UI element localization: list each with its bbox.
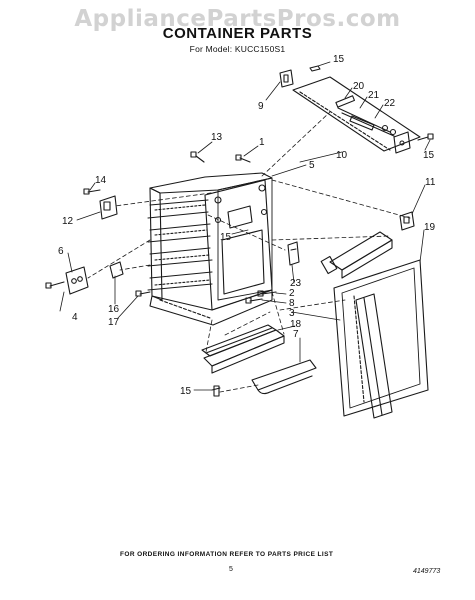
left-bracket-12 <box>99 195 118 220</box>
callout-21: 21 <box>368 90 380 101</box>
callout-17: 17 <box>108 317 120 328</box>
screw-15-bottom <box>211 385 221 397</box>
screw-1 <box>235 154 251 163</box>
container-cabinet <box>147 172 273 326</box>
screw-15-right <box>417 133 434 141</box>
callout-4: 4 <box>72 312 78 323</box>
callout-11: 11 <box>425 177 436 188</box>
door-gasket-19 <box>333 259 429 417</box>
stop-16 <box>109 261 124 279</box>
model-line: For Model: KUCC150S1 <box>189 44 286 54</box>
callout-15-center: 15 <box>220 232 232 243</box>
reference-code: 4149773 <box>413 568 441 575</box>
callout-22: 22 <box>384 98 396 109</box>
screw-17 <box>135 290 151 297</box>
door-frame <box>355 293 393 419</box>
hinge-11 <box>399 211 415 231</box>
handle-3 <box>251 359 317 395</box>
drawer-front-7 <box>203 329 285 374</box>
trim-strip <box>320 231 393 279</box>
callout-18: 18 <box>290 319 302 330</box>
hinge-6 <box>65 266 89 295</box>
diagram-title: CONTAINER PARTS <box>162 25 313 42</box>
alignment-lines <box>87 111 411 393</box>
callout-13: 13 <box>211 132 223 143</box>
screw-4 <box>45 281 65 289</box>
callout-7: 7 <box>293 329 299 340</box>
callout-15-right: 15 <box>423 150 435 161</box>
callout-6: 6 <box>58 246 64 257</box>
page-number: 5 <box>229 566 233 573</box>
bracket-23 <box>287 241 300 266</box>
callout-12: 12 <box>62 216 74 227</box>
ordering-note: FOR ORDERING INFORMATION REFER TO PARTS … <box>120 551 334 558</box>
callout-5: 5 <box>309 160 315 171</box>
callout-10: 10 <box>336 150 348 161</box>
screw-14 <box>83 188 101 195</box>
callout-16: 16 <box>108 304 120 315</box>
leader-lines <box>59 61 431 391</box>
screw-2 <box>257 290 277 297</box>
site-watermark: AppliancePartsPros.com <box>74 6 401 32</box>
callout-14: 14 <box>95 175 107 186</box>
callout-19: 19 <box>424 222 436 233</box>
callout-3: 3 <box>289 308 295 319</box>
screw-8 <box>245 297 263 304</box>
callout-1: 1 <box>259 137 265 148</box>
top-trim-assembly <box>292 76 421 154</box>
callout-9: 9 <box>258 101 264 112</box>
callout-23: 23 <box>290 278 302 289</box>
callout-labels: 15 9 20 21 22 13 1 10 5 15 11 14 12 15 1… <box>58 54 436 397</box>
callout-2: 2 <box>289 288 295 299</box>
callout-20: 20 <box>353 81 365 92</box>
top-hinge-bracket <box>279 65 321 88</box>
callout-15-bottom: 15 <box>180 386 192 397</box>
screw-13 <box>190 151 205 163</box>
callout-15: 15 <box>333 54 345 65</box>
callout-8: 8 <box>289 298 295 309</box>
